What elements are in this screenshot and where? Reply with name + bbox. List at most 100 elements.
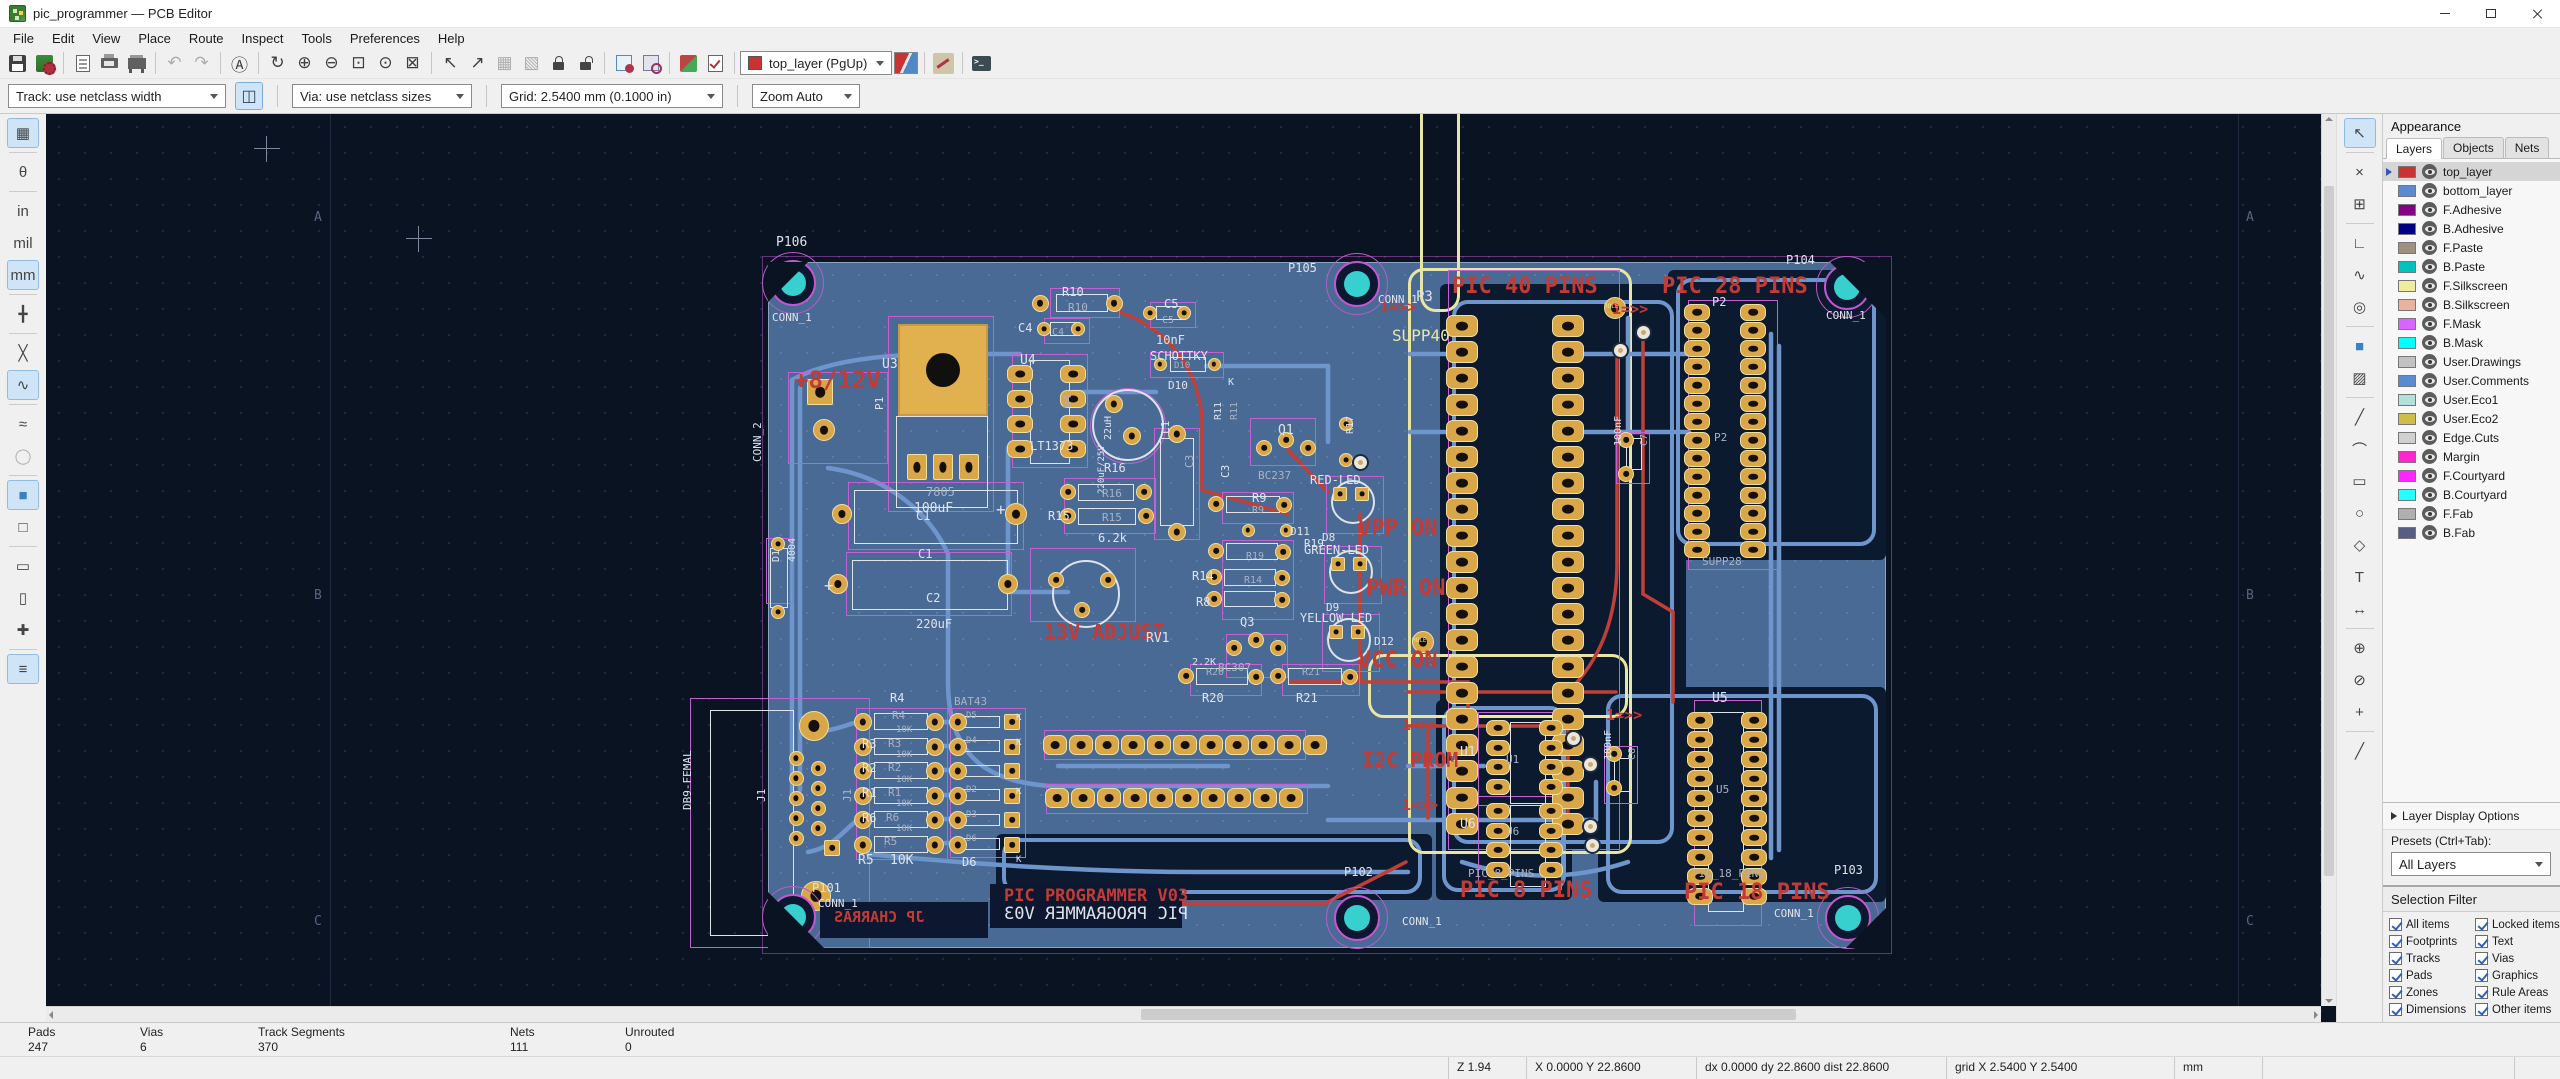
view-back-button[interactable]: ↖	[443, 53, 458, 72]
pad[interactable]	[949, 811, 967, 829]
menu-file[interactable]: File	[13, 30, 34, 46]
filter-vias[interactable]: Vias	[2475, 952, 2560, 965]
pad[interactable]	[949, 762, 967, 780]
pad[interactable]	[1539, 759, 1563, 775]
pad[interactable]	[1684, 303, 1710, 321]
pad[interactable]	[1741, 770, 1767, 788]
pad[interactable]	[813, 419, 835, 441]
pad[interactable]	[1687, 848, 1713, 866]
pad[interactable]	[771, 605, 785, 619]
mounting-hole[interactable]	[1326, 253, 1388, 315]
layer-color-swatch[interactable]	[2398, 241, 2416, 254]
layer-row-bottom_layer[interactable]: bottom_layer	[2383, 181, 2560, 200]
pad[interactable]	[1446, 446, 1478, 468]
visibility-eye-icon[interactable]	[2422, 164, 2437, 179]
pad[interactable]	[1149, 788, 1173, 808]
to220-tab[interactable]	[898, 324, 988, 416]
pad[interactable]	[1178, 668, 1194, 684]
pad[interactable]	[1552, 446, 1584, 468]
pad[interactable]	[1277, 735, 1301, 755]
footprint-sketch-icon[interactable]: ▭	[15, 558, 31, 575]
layer-color-swatch[interactable]	[2398, 336, 2416, 349]
pad[interactable]	[1248, 632, 1264, 648]
target-icon[interactable]: ⊕	[2353, 640, 2366, 657]
horizontal-scrollbar[interactable]	[46, 1006, 2321, 1022]
pad[interactable]	[1071, 322, 1085, 336]
ratsnest-lines-icon[interactable]: ╳	[18, 345, 28, 362]
pad[interactable]	[1105, 294, 1123, 312]
pad[interactable]	[1446, 472, 1478, 495]
menu-inspect[interactable]: Inspect	[241, 30, 284, 46]
pad[interactable]	[1606, 780, 1622, 796]
pad[interactable]	[926, 811, 944, 829]
layer-color-swatch[interactable]	[2398, 393, 2416, 406]
pad[interactable]	[1684, 395, 1710, 412]
lock-button[interactable]	[545, 50, 572, 76]
plot-button[interactable]	[123, 50, 150, 76]
pad[interactable]	[1684, 523, 1710, 541]
zone-fill-icon[interactable]: ■	[7, 480, 39, 510]
layer-color-swatch[interactable]	[2398, 203, 2416, 216]
vertical-scrollbar[interactable]	[2321, 114, 2336, 1006]
layer-row-user.drawings[interactable]: User.Drawings	[2383, 352, 2560, 371]
visibility-eye-icon[interactable]	[2422, 430, 2437, 445]
pad[interactable]	[1684, 486, 1710, 504]
pad[interactable]	[1199, 735, 1223, 755]
pad[interactable]	[1684, 504, 1710, 522]
pad[interactable]	[1060, 484, 1076, 500]
checkbox-checked-icon[interactable]	[2389, 935, 2402, 948]
refresh-button[interactable]: ↻	[270, 53, 285, 72]
pad[interactable]	[1486, 803, 1510, 819]
pad[interactable]	[1740, 395, 1766, 412]
menu-preferences[interactable]: Preferences	[349, 30, 420, 46]
pad[interactable]	[1684, 340, 1710, 358]
dimension-icon[interactable]: ↔	[2352, 600, 2367, 618]
visibility-eye-icon[interactable]	[2422, 354, 2437, 369]
pad[interactable]	[854, 835, 872, 854]
pad[interactable]	[1741, 750, 1767, 768]
print-button[interactable]	[96, 50, 123, 76]
cursor-shape-icon[interactable]: ╋	[18, 306, 28, 323]
pad[interactable]	[1552, 550, 1584, 573]
visibility-eye-icon[interactable]	[2422, 240, 2437, 255]
pad[interactable]	[1097, 788, 1121, 808]
pad[interactable]	[1552, 577, 1584, 599]
via-size-select[interactable]: Via: use netclass sizes	[292, 84, 472, 108]
pad[interactable]	[810, 760, 826, 776]
pad[interactable]	[810, 780, 826, 796]
pad[interactable]	[926, 762, 944, 780]
layer-pair-button[interactable]	[892, 50, 919, 76]
pad[interactable]	[1342, 669, 1358, 685]
pad[interactable]	[1031, 294, 1049, 312]
pad[interactable]	[1740, 523, 1766, 541]
select-tool-icon[interactable]: ↖	[2343, 118, 2376, 148]
pad[interactable]	[1446, 367, 1478, 390]
pad[interactable]	[1552, 498, 1584, 521]
layer-row-user.comments[interactable]: User.Comments	[2383, 371, 2560, 390]
pad[interactable]	[1446, 550, 1478, 573]
layer-row-user.eco1[interactable]: User.Eco1	[2383, 390, 2560, 409]
route-tracks-icon[interactable]: ∟	[2352, 234, 2367, 252]
checkbox-checked-icon[interactable]	[2475, 986, 2488, 999]
checkbox-checked-icon[interactable]	[2389, 986, 2402, 999]
visibility-eye-icon[interactable]	[2422, 335, 2437, 350]
menu-tools[interactable]: Tools	[301, 30, 332, 46]
add-text-icon[interactable]: T	[2354, 568, 2365, 586]
visibility-eye-icon[interactable]	[2422, 202, 2437, 217]
pad[interactable]	[1355, 487, 1369, 501]
visibility-eye-icon[interactable]	[2422, 373, 2437, 388]
pad[interactable]	[1339, 417, 1353, 431]
pad[interactable]	[1048, 572, 1064, 588]
track-loop[interactable]	[1676, 278, 1876, 546]
layer-row-f.silkscreen[interactable]: F.Silkscreen	[2383, 276, 2560, 295]
checkbox-checked-icon[interactable]	[2389, 952, 2402, 965]
pad[interactable]	[1684, 431, 1710, 449]
tune-length-icon[interactable]: ∿	[2353, 267, 2366, 284]
layer-color-swatch[interactable]	[2398, 469, 2416, 482]
pad[interactable]	[1208, 496, 1224, 512]
draw-zone-icon[interactable]: ■	[2354, 337, 2365, 355]
pad[interactable]	[1687, 887, 1713, 905]
pad[interactable]	[1539, 739, 1563, 756]
pad[interactable]	[1740, 504, 1766, 522]
